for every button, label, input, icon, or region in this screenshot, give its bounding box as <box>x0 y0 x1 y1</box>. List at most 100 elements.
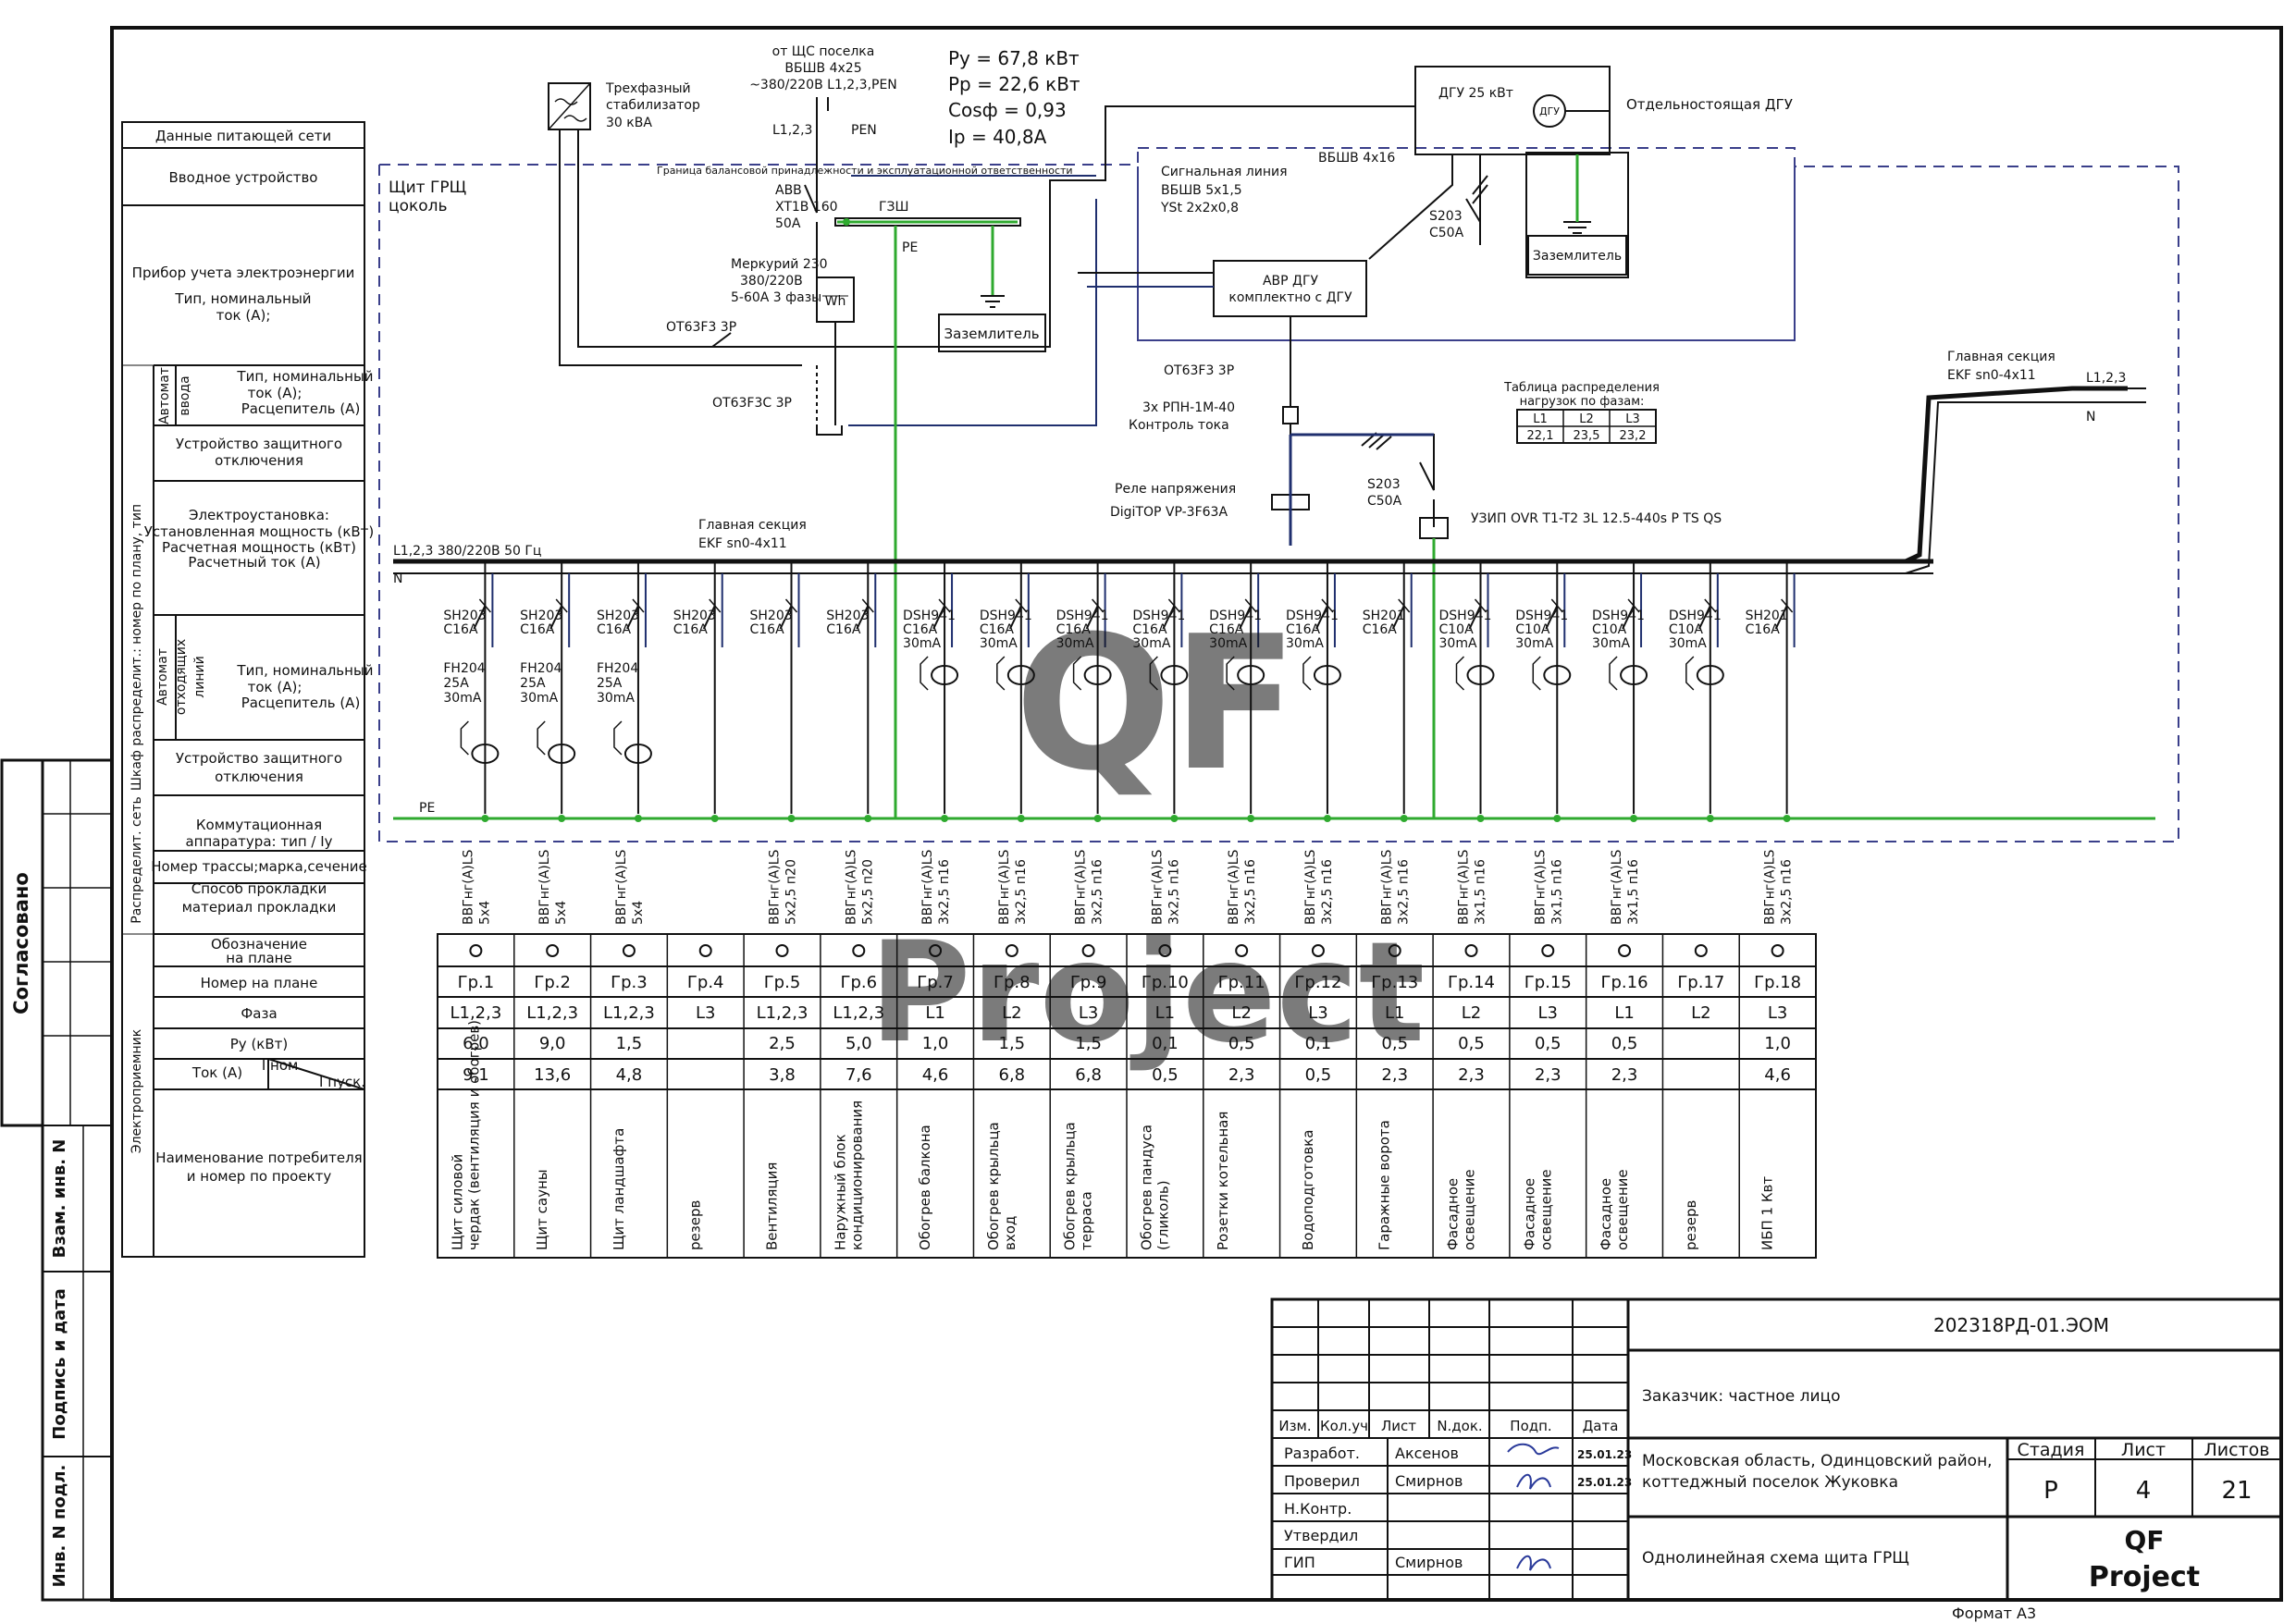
consumer-name-1-b: чердак (вентиляция и обогрев) <box>465 1020 482 1250</box>
surge-breaker-rating: C50A <box>1367 494 1402 509</box>
consumer-name-7: Обогрев балкона <box>917 1125 933 1250</box>
rcd-rating-2: 25A <box>520 676 546 691</box>
group-power-13: 0,5 <box>1381 1034 1408 1053</box>
consumer-name-4: резерв <box>687 1200 704 1250</box>
agreed-label: Согласовано <box>10 872 32 1014</box>
name-gip: Смирнов <box>1395 1554 1463 1571</box>
summary-current: Iр = 40,8А <box>948 126 1047 148</box>
load-val-l2: 23,5 <box>1574 429 1600 443</box>
group-power-6: 5,0 <box>846 1034 872 1053</box>
cable-brand-6: ВВГнг(А)LS <box>844 849 858 925</box>
breaker-type-4: SH203 <box>673 609 716 623</box>
consumer-name-2: Щит сауны <box>534 1169 550 1250</box>
customer: Заказчик: частное лицо <box>1642 1387 1841 1406</box>
breaker-type-1: SH203 <box>443 609 486 623</box>
row-out-breaker-current: ток (А); <box>248 679 302 695</box>
row-phase: Фаза <box>241 1005 277 1022</box>
consumer-name-16-b: освещение <box>1614 1169 1631 1250</box>
watermark: QF Project <box>870 596 1426 1074</box>
cable-section-18: 3х2,5 п16 <box>1780 859 1795 925</box>
cable-section-16: 3х1,5 п16 <box>1626 859 1641 925</box>
bus-voltage: L1,2,3 380/220В 50 Гц <box>393 544 541 559</box>
group-current-12: 0,5 <box>1305 1065 1332 1085</box>
row-input-breaker-type: Тип, номинальный <box>236 368 373 385</box>
consumer-name-8: Обогрев крыльца <box>985 1122 1002 1250</box>
bus-section-title: Главная секция <box>698 518 807 533</box>
signal-line: Сигнальная линия <box>1161 165 1288 179</box>
breaker-rating-9: C16A <box>1056 622 1092 637</box>
rcd-model-8: 30mA <box>980 636 1018 651</box>
plan-marker-8 <box>1005 944 1018 957</box>
group-number-3: Гр.3 <box>611 973 648 992</box>
breaker-rating-18: C16A <box>1746 622 1781 637</box>
cable-section-7: 3х2,5 п16 <box>937 859 952 925</box>
location-line-1: Московская область, Одинцовский район, <box>1642 1452 1993 1470</box>
breaker-rating-3: C16A <box>597 622 632 637</box>
group-current-11: 2,3 <box>1228 1065 1255 1085</box>
sheets-value: 21 <box>2221 1477 2252 1505</box>
voltage-relay-1: Реле напряжения <box>1115 482 1236 497</box>
cable-brand-13: ВВГнг(А)LS <box>1380 849 1395 925</box>
consumer-name-9: Обогрев крыльца <box>1062 1122 1079 1250</box>
vert-input: ввода <box>178 375 192 415</box>
row-consumer-name-2: и номер по проекту <box>187 1168 332 1185</box>
breaker-type-7: DSH941 <box>903 609 956 623</box>
group-power-16: 0,5 <box>1611 1034 1638 1053</box>
breaker-rating-16: C10A <box>1592 622 1627 637</box>
head-data: Дата <box>1583 1418 1619 1434</box>
head-podp: Подп. <box>1510 1418 1551 1434</box>
boundary-note: Граница балансовой принадлежности и эксп… <box>657 165 1073 177</box>
group-number-12: Гр.12 <box>1294 973 1341 992</box>
title-block-texts: 202318РД-01.ЭОМ Заказчик: частное лицо М… <box>1278 1314 2269 1622</box>
rcd-sensitivity-1: 30mA <box>443 691 481 706</box>
row-meter-current: ток (А); <box>216 307 271 324</box>
breaker-type-5: SH203 <box>750 609 793 623</box>
breaker-rating-5: C16A <box>750 622 785 637</box>
input-texts: от ЩС поселка ВБШВ 4х25 ~380/220В L1,2,3… <box>389 44 1073 411</box>
head-stage: Стадия <box>2018 1440 2085 1460</box>
cable-section-14: 3х1,5 п16 <box>1474 859 1488 925</box>
role-norm-control: Н.Контр. <box>1284 1500 1352 1518</box>
consumer-name-15-b: освещение <box>1537 1169 1554 1250</box>
group-power-8: 1,5 <box>999 1034 1026 1053</box>
group-current-1: 9,1 <box>463 1065 489 1085</box>
format-a3: Формат А3 <box>1952 1605 2036 1622</box>
summary-cos: Cosф = 0,93 <box>948 99 1067 121</box>
stabilizer-label-1: Трехфазный <box>605 81 691 96</box>
rcd-model-3: FH204 <box>597 661 638 676</box>
plan-marker-18 <box>1771 944 1784 957</box>
group-number-16: Гр.16 <box>1601 973 1648 992</box>
busbar-texts: L1,2,3 380/220В 50 Гц N PE Главная секци… <box>393 350 2126 816</box>
group-power-14: 0,5 <box>1458 1034 1485 1053</box>
load-val-l3: 23,2 <box>1620 429 1647 443</box>
dgu-texts: ДГУ 25 кВт ДГУ Отдельностоящая ДГУ ВБШВ … <box>1110 86 1793 526</box>
load-table-title-1: Таблица распределения <box>1503 381 1660 395</box>
spec-sidebar-text: Данные питающей сети Вводное устройство … <box>132 128 375 1185</box>
consumer-name-9-b: терраса <box>1079 1191 1095 1250</box>
cable-brand-12: ВВГнг(А)LS <box>1303 849 1318 925</box>
group-phase-7: L1 <box>925 1003 944 1023</box>
name-developer: Аксенов <box>1395 1445 1459 1462</box>
date-developer: 25.01.23 <box>1577 1448 1632 1461</box>
consumer-name-14-b: освещение <box>1462 1169 1478 1250</box>
breaker-rating-1: C16A <box>443 622 478 637</box>
row-current: Ток (А) <box>191 1064 242 1081</box>
cable-brand-8: ВВГнг(А)LS <box>997 849 1012 925</box>
consumer-name-15: Фасадное <box>1521 1178 1537 1250</box>
dgu-box-label: ДГУ 25 кВт <box>1438 86 1513 101</box>
group-power-3: 1,5 <box>616 1034 643 1053</box>
plan-marker-7 <box>929 944 943 957</box>
rcd-model-11: 30mA <box>1209 636 1247 651</box>
surge-protector: УЗИП OVR T1-T2 3L 12.5-440s P TS QS <box>1471 511 1722 526</box>
vert-input-breaker: Автомат <box>157 367 172 424</box>
group-number-8: Гр.8 <box>994 973 1031 992</box>
group-number-11: Гр.11 <box>1218 973 1265 992</box>
vert-lines: линий <box>192 656 207 697</box>
vert-distribution-network: Распределит. сеть <box>130 796 144 923</box>
